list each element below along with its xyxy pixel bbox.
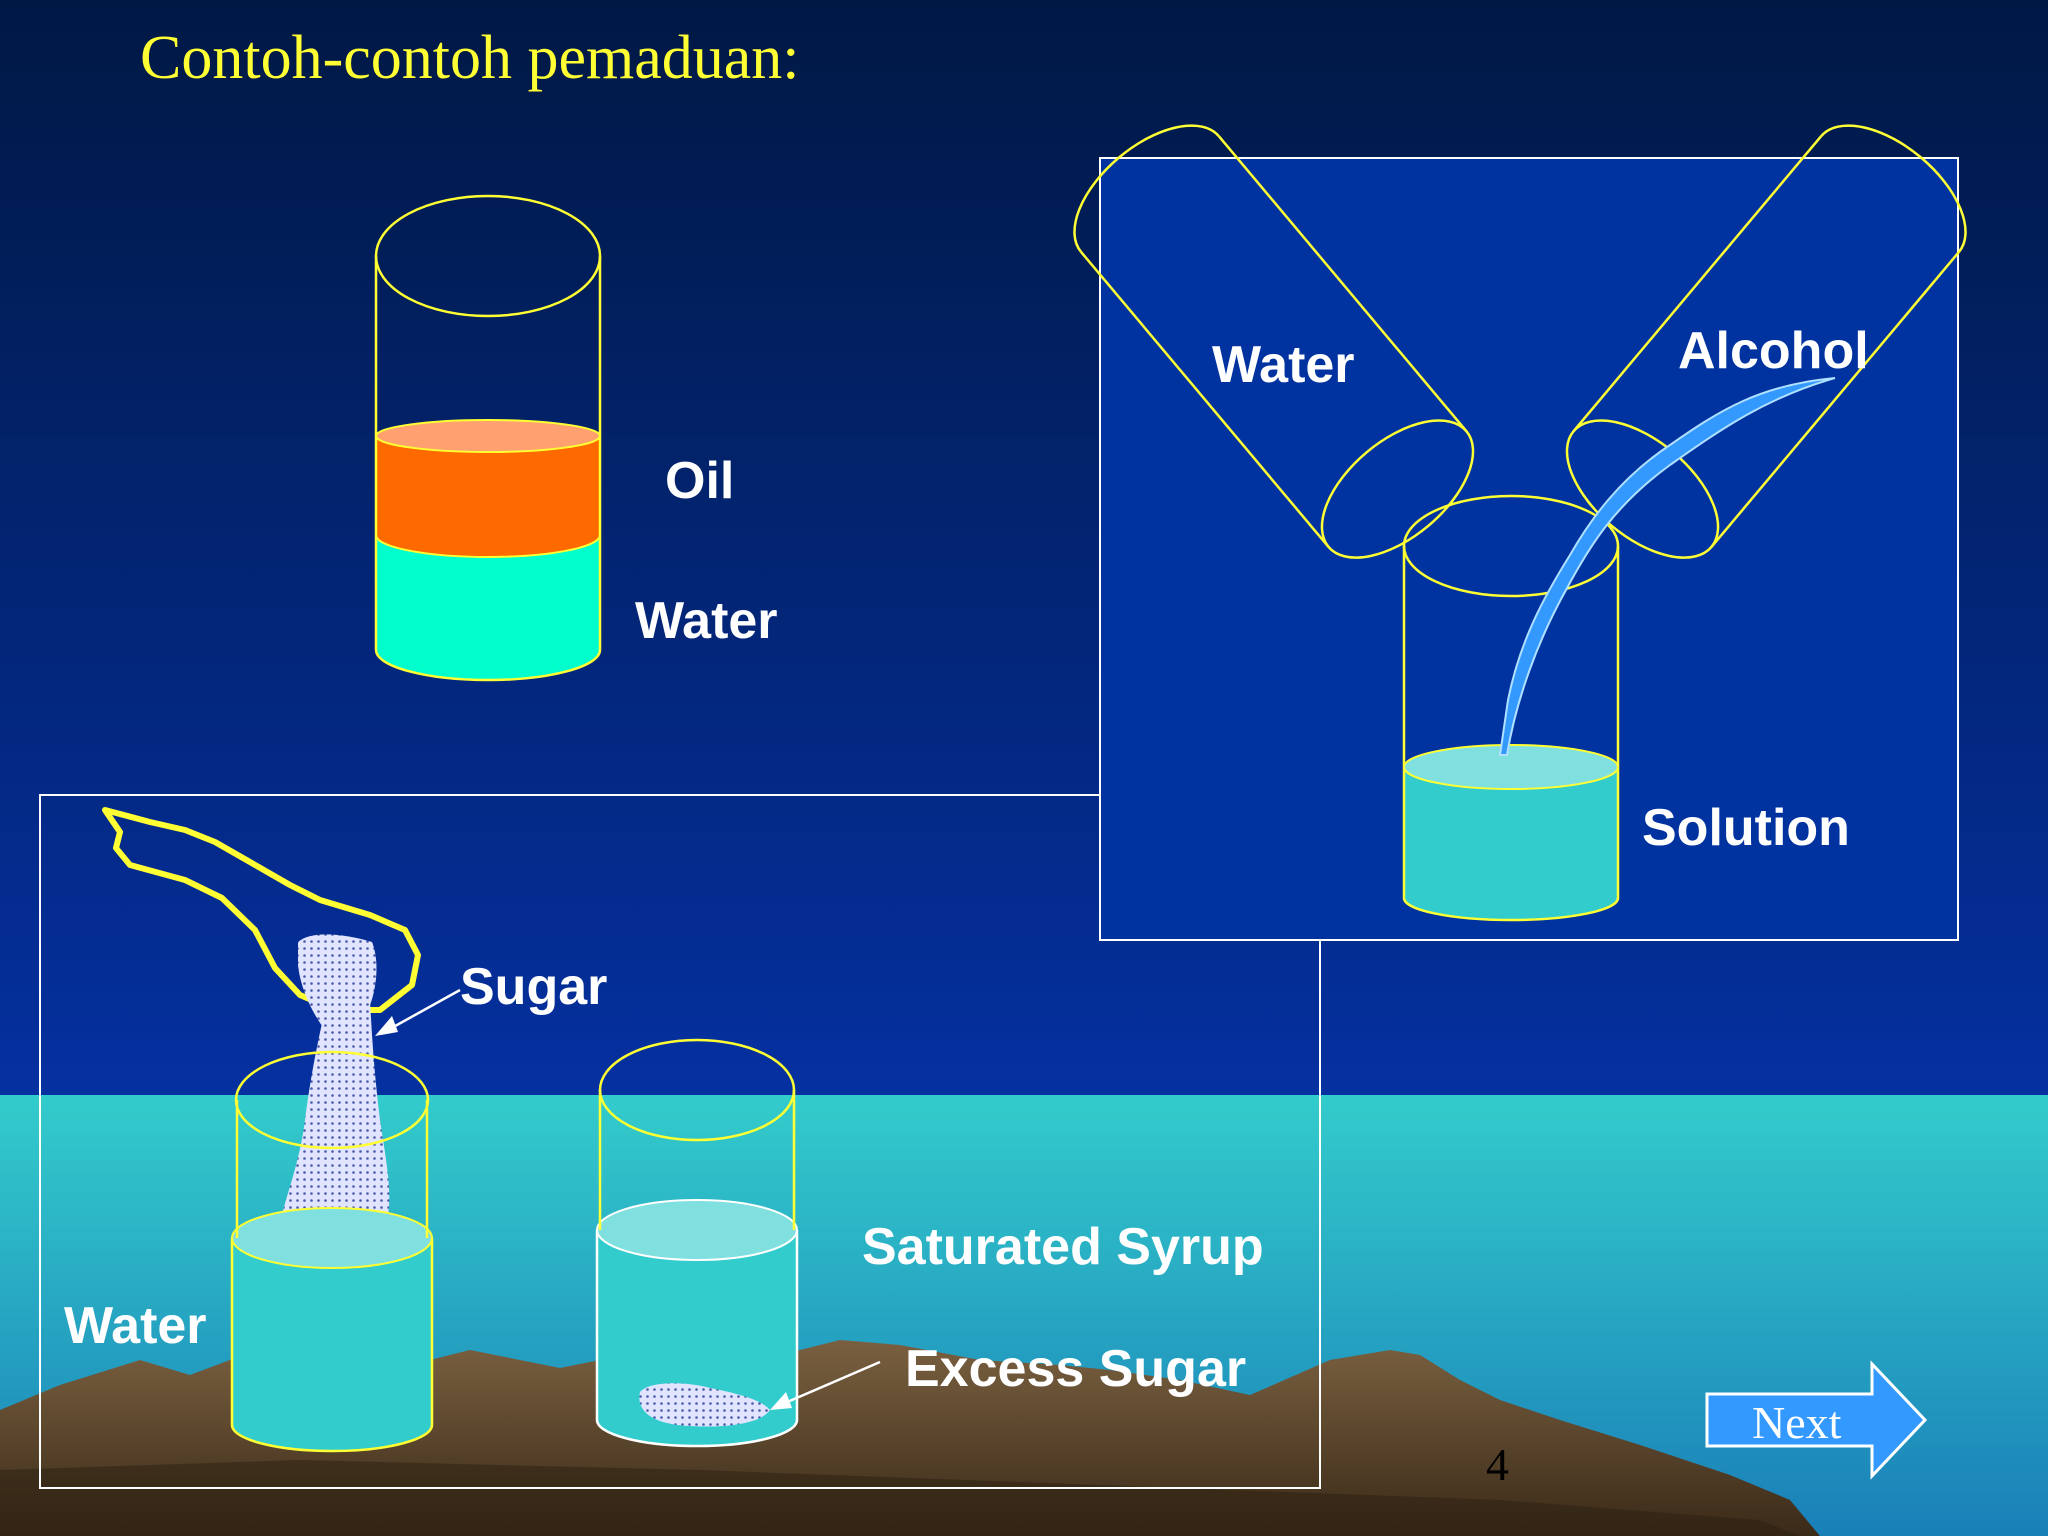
water-label: Water: [635, 592, 778, 650]
saturated-syrup-label: Saturated Syrup: [862, 1218, 1264, 1276]
oil-layer: [376, 436, 600, 557]
oil-label: Oil: [665, 452, 734, 510]
mountain-shadow: [0, 1460, 1800, 1536]
water-surface: [231, 1207, 433, 1269]
solution-label: Solution: [1642, 799, 1850, 857]
beaker-outline: [230, 1100, 434, 1453]
layer-boundary: [375, 534, 601, 558]
sugar-pointer: [375, 988, 461, 1036]
alcohol-solution-panel: Water Alcohol Solution: [1073, 124, 1967, 941]
water-label: Water: [1212, 336, 1355, 394]
next-arrow-icon[interactable]: [1705, 1360, 1928, 1480]
syrup-beaker: [595, 1038, 799, 1448]
slide-title: Contoh-contoh pemaduan:: [140, 24, 799, 92]
excess-sugar-pointer: [770, 1360, 881, 1410]
beaker-rim: [1402, 494, 1620, 598]
sugar-label: Sugar: [460, 958, 607, 1016]
syrup-surface: [596, 1199, 798, 1261]
cylinder-outline: [374, 256, 602, 682]
sugar-syrup-frame: [39, 794, 1321, 1489]
water-beaker: [230, 1050, 434, 1453]
solution-liquid: [1404, 767, 1618, 920]
next-button-label[interactable]: Next: [1752, 1397, 1842, 1448]
next-button[interactable]: Next: [1705, 1360, 1928, 1480]
alcohol-stream: [1498, 377, 1836, 756]
water-liquid: [232, 1238, 432, 1451]
excess-sugar-label: Excess Sugar: [905, 1340, 1246, 1398]
alcohol-label: Alcohol: [1678, 322, 1869, 380]
beaker-rim: [598, 1038, 796, 1142]
beaker-outline: [598, 1090, 796, 1230]
cylinder-rim: [374, 194, 602, 318]
water-layer: [376, 535, 600, 680]
tilted-water-cylinder: [1073, 124, 1475, 559]
water-label: Water: [64, 1297, 207, 1355]
excess-sugar-pile: [639, 1383, 770, 1427]
beaker-rim: [234, 1050, 430, 1150]
oil-water-cylinder: [374, 194, 602, 682]
beaker-outline: [1402, 546, 1620, 922]
oil-layer-top: [375, 419, 601, 453]
tilted-alcohol-cylinder: [1565, 124, 1967, 559]
solution-surface: [1403, 744, 1619, 790]
scoop-outline: [102, 807, 421, 1013]
page-number: 4: [1486, 1439, 1509, 1490]
